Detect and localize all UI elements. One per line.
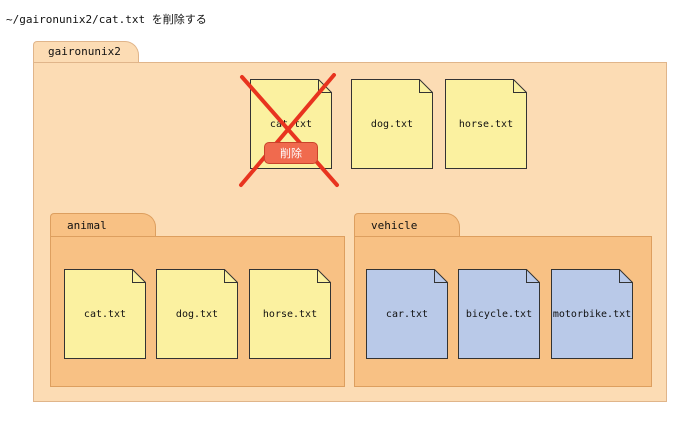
file-icon [366, 269, 448, 359]
diagram-caption: ~/gaironunix2/cat.txt を削除する [6, 13, 207, 26]
file-icon [445, 79, 527, 169]
file-horse: horse.txt [249, 269, 331, 359]
file-cat: cat.txt [64, 269, 146, 359]
file-name: motorbike.txt [552, 308, 632, 320]
file-icon [64, 269, 146, 359]
file-name: bicycle.txt [465, 308, 533, 320]
file-name: horse.txt [262, 308, 318, 320]
delete-cross-mark [239, 73, 339, 187]
file-icon [351, 79, 433, 169]
folder-name: vehicle [371, 219, 418, 232]
file-name: horse.txt [458, 118, 514, 130]
file-name: cat.txt [83, 308, 127, 320]
file-icon [249, 269, 331, 359]
file-motorbike: motorbike.txt [551, 269, 633, 359]
file-name: dog.txt [175, 308, 219, 320]
folder-tab [354, 213, 460, 237]
file-name: car.txt [385, 308, 429, 320]
delete-button[interactable]: 削除 [264, 142, 318, 164]
file-bicycle: bicycle.txt [458, 269, 540, 359]
file-icon [458, 269, 540, 359]
folder-tab [33, 41, 139, 63]
file-horse: horse.txt [445, 79, 527, 169]
folder-tab [50, 213, 156, 237]
folder-name: animal [67, 219, 107, 232]
folder-name: gaironunix2 [48, 45, 121, 58]
file-dog: dog.txt [156, 269, 238, 359]
file-name: dog.txt [370, 118, 414, 130]
file-dog: dog.txt [351, 79, 433, 169]
file-icon [156, 269, 238, 359]
file-icon [551, 269, 633, 359]
file-car: car.txt [366, 269, 448, 359]
